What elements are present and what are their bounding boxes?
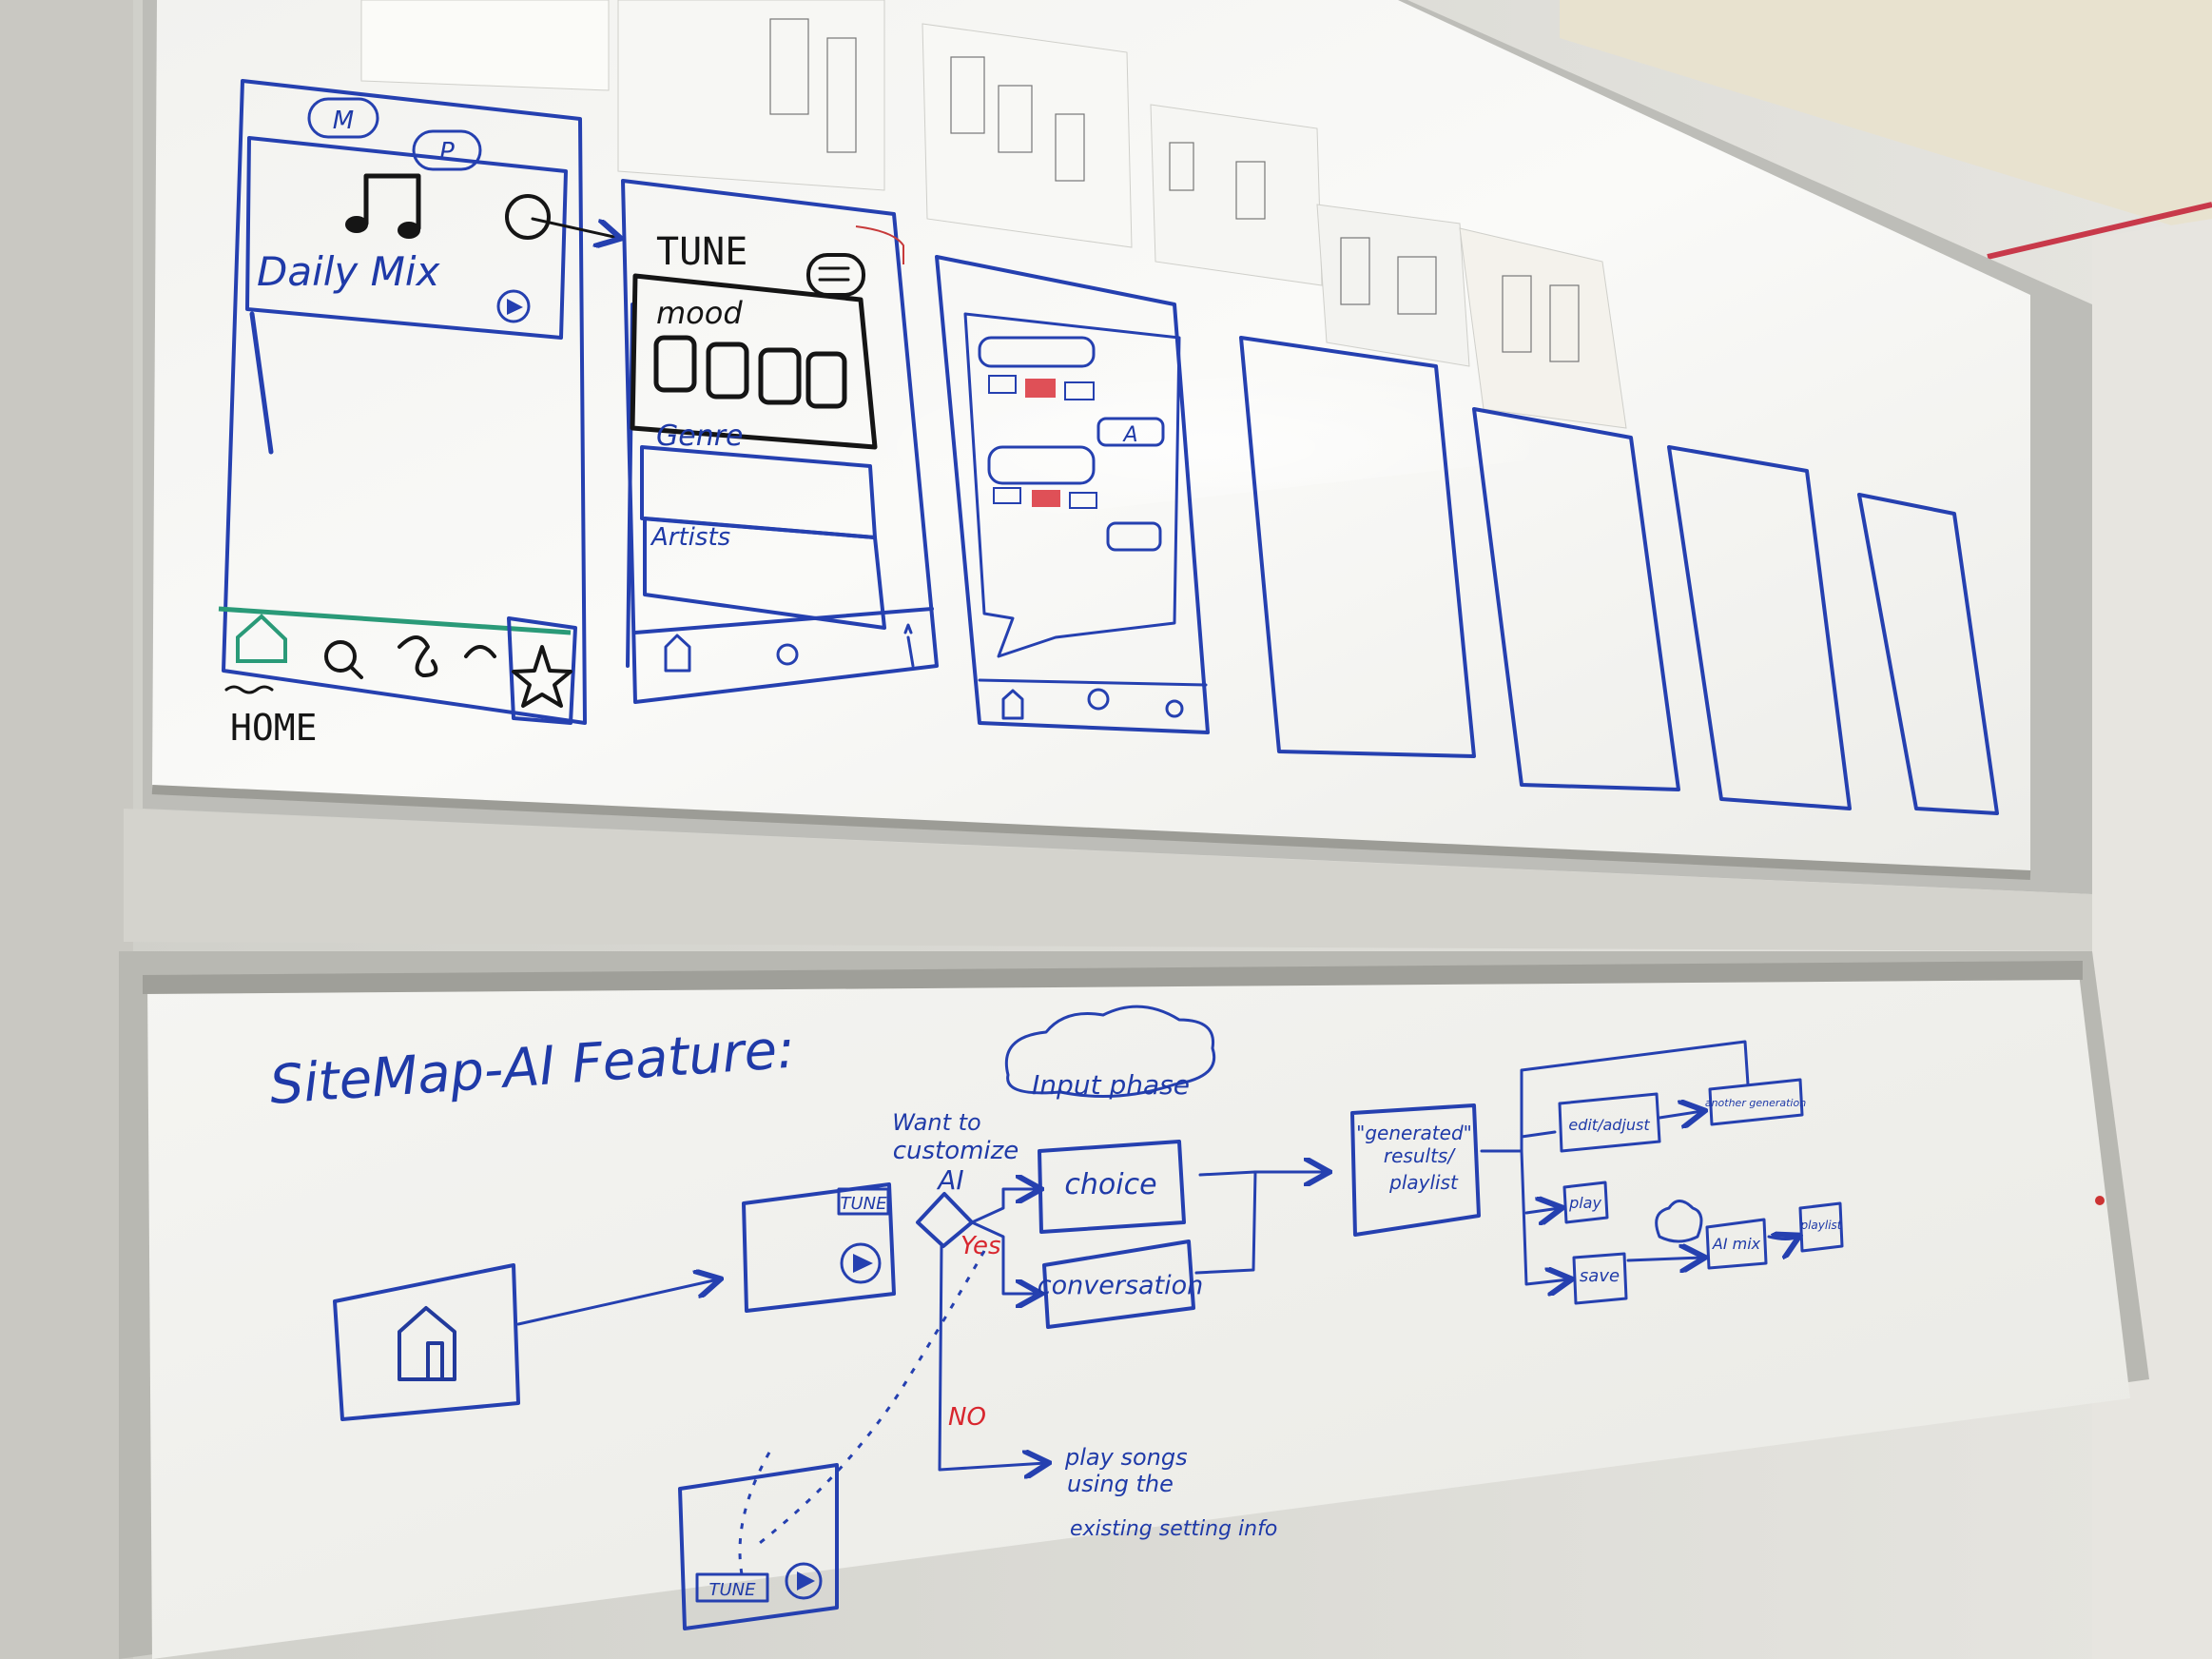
search-nav-icon bbox=[1087, 688, 1110, 711]
play-label: play bbox=[1568, 1194, 1601, 1212]
input-options: choice conversation bbox=[1038, 1140, 1327, 1329]
star-nav-frame bbox=[507, 616, 577, 725]
ai-bubble bbox=[987, 445, 1096, 485]
decision-line-2: customize bbox=[893, 1137, 1019, 1165]
another-generation-box bbox=[1708, 1078, 1804, 1126]
play-icon bbox=[840, 1242, 882, 1284]
chat-bubble-area bbox=[963, 312, 1181, 658]
board-magnet bbox=[2095, 1196, 2105, 1205]
house-icon bbox=[398, 1306, 456, 1381]
star-icon bbox=[512, 645, 572, 708]
m-button-label: M bbox=[333, 107, 354, 135]
tune-chip bbox=[695, 1572, 769, 1603]
tune-nav-icon bbox=[903, 623, 915, 668]
save-label: save bbox=[1580, 1266, 1620, 1286]
empty-screen-frames bbox=[1239, 336, 1999, 815]
no-result-line-1: play songs bbox=[1064, 1444, 1188, 1471]
play-icon bbox=[496, 289, 531, 323]
right-wall bbox=[2092, 219, 2212, 1659]
ai-mix-box bbox=[1705, 1218, 1768, 1270]
home-nav-icon bbox=[236, 614, 287, 663]
home-caption: HOME bbox=[230, 707, 318, 749]
another-label: another generation bbox=[1705, 1097, 1806, 1109]
nav-divider bbox=[218, 606, 572, 635]
tune-button-icon bbox=[505, 194, 551, 240]
m-button bbox=[307, 97, 379, 139]
genre-label: Genre bbox=[656, 420, 744, 453]
results-line-2: results/ bbox=[1384, 1144, 1456, 1167]
input-phase-cloud: Input phase bbox=[1004, 1005, 1215, 1101]
playlist-box bbox=[1798, 1201, 1844, 1253]
results-line-3: playlist bbox=[1388, 1171, 1459, 1194]
chat-screen-sketch: A bbox=[935, 255, 1210, 734]
decision-line-1: Want to bbox=[892, 1109, 980, 1136]
home-nav-icon bbox=[1001, 689, 1024, 720]
bottom-tune-node: TUNE bbox=[678, 1450, 839, 1630]
no-label: NO bbox=[948, 1403, 986, 1432]
board-rail bbox=[124, 809, 2092, 951]
no-result-line-2: using the bbox=[1067, 1471, 1174, 1497]
bottom-tune-label: TUNE bbox=[708, 1580, 756, 1600]
upper-whiteboard bbox=[143, 0, 2092, 894]
tune-chip bbox=[837, 1187, 890, 1216]
nav-icon bbox=[464, 645, 496, 658]
lower-whiteboard bbox=[119, 951, 2149, 1659]
choice-label: choice bbox=[1064, 1168, 1156, 1201]
artists-card bbox=[643, 517, 886, 630]
home-node bbox=[333, 1263, 718, 1421]
reply-button bbox=[1096, 417, 1165, 447]
mood-label: mood bbox=[656, 295, 743, 331]
daily-mix-label: Daily Mix bbox=[257, 248, 441, 295]
tune-title: TUNE bbox=[656, 230, 747, 274]
p-button bbox=[412, 129, 482, 171]
note-head-icon bbox=[345, 216, 368, 233]
no-result-line-3: existing setting info bbox=[1070, 1517, 1277, 1541]
play-box bbox=[1562, 1181, 1609, 1224]
choice-box bbox=[1038, 1140, 1186, 1234]
red-trim bbox=[1987, 202, 2212, 260]
edit-box bbox=[1558, 1092, 1661, 1153]
ai-mix-label: AI mix bbox=[1712, 1235, 1761, 1253]
conversation-label: conversation bbox=[1038, 1271, 1204, 1300]
decision-diamond bbox=[916, 1192, 974, 1248]
search-nav-icon bbox=[324, 640, 357, 673]
no-branch-result: play songs using the existing setting in… bbox=[1064, 1444, 1277, 1541]
results-node: "generated" results/ playlist bbox=[1350, 1040, 1750, 1284]
ai-bubble bbox=[978, 336, 1096, 368]
home-screen-sketch: M P Daily Mix HOME bbox=[218, 79, 618, 749]
search-nav-icon bbox=[776, 643, 799, 666]
results-line-1: "generated" bbox=[1356, 1122, 1472, 1144]
home-nav-icon bbox=[664, 634, 691, 673]
artists-label: Artists bbox=[650, 523, 730, 552]
edit-label: edit/adjust bbox=[1568, 1116, 1650, 1134]
music-note-icon bbox=[363, 173, 421, 231]
p-button-label: P bbox=[439, 138, 455, 166]
save-box bbox=[1572, 1252, 1628, 1305]
ceiling bbox=[1560, 0, 2212, 238]
yes-label: Yes bbox=[960, 1232, 1001, 1260]
tune-chip-label: TUNE bbox=[840, 1194, 887, 1214]
conversation-box bbox=[1042, 1239, 1195, 1329]
reply-button-label: A bbox=[1121, 423, 1137, 447]
left-frame bbox=[0, 0, 133, 1659]
playlist-label: playlist bbox=[1799, 1219, 1842, 1232]
play-icon bbox=[785, 1562, 823, 1600]
ai-cloud-icon bbox=[1655, 1200, 1703, 1243]
tune-node: TUNE bbox=[742, 1182, 896, 1313]
tune-screen-sketch: TUNE mood Genre Artists bbox=[621, 179, 939, 704]
taped-papers bbox=[360, 0, 1627, 429]
tune-nav-icon bbox=[1165, 699, 1184, 718]
decision-line-3: AI bbox=[936, 1164, 963, 1196]
decision-node: Want to customize AI Yes NO bbox=[755, 1109, 1046, 1548]
play-save-branch: play save AI mix playlist bbox=[1562, 1181, 1844, 1305]
input-phase-label: Input phase bbox=[1032, 1069, 1190, 1101]
mix-nav-icon bbox=[398, 635, 438, 677]
mood-card bbox=[630, 273, 878, 450]
edit-branch: edit/adjust another generation bbox=[1558, 1078, 1806, 1153]
